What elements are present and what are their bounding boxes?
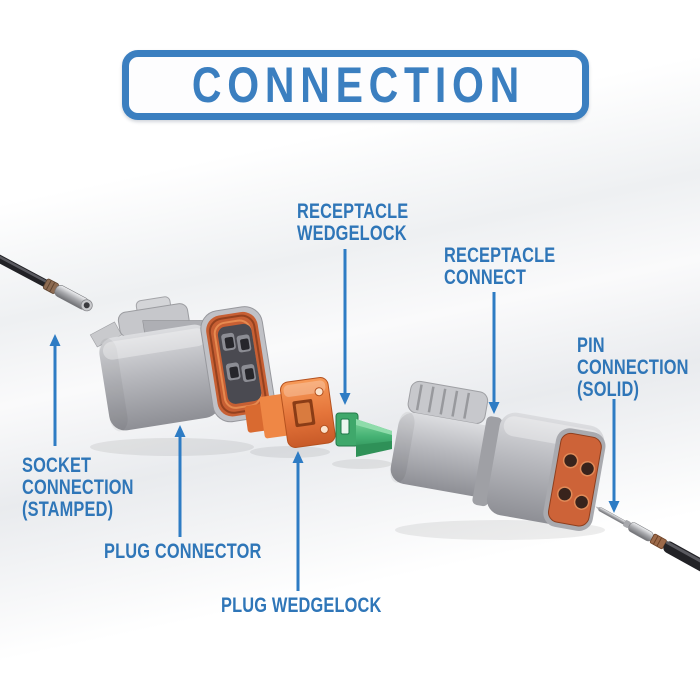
plug-connector-image (89, 296, 275, 432)
label-plug-wedgelock: PLUG WEDGELOCK (221, 594, 382, 617)
label-socket-connection: SOCKET CONNECTION (STAMPED) (22, 454, 134, 521)
plug-wedgelock-image (244, 377, 336, 448)
pin-connection-arrow-icon (608, 399, 620, 513)
label-plug-connector: PLUG CONNECTOR (104, 540, 262, 563)
pin-wire-image (595, 506, 700, 592)
receptacle-wedgelock-image (335, 412, 392, 457)
label-receptacle-connect: RECEPTACLE CONNECT (444, 244, 556, 289)
plug-connector-arrow-icon (174, 425, 186, 537)
socket-connection-arrow-icon (49, 334, 61, 446)
label-receptacle-wedgelock: RECEPTACLE WEDGELOCK (297, 200, 409, 245)
plug-wedgelock-arrow-icon (292, 451, 304, 591)
banner: CONNECTION (122, 50, 589, 120)
receptacle-connector-image (390, 380, 606, 531)
receptacle-connect-arrow-icon (488, 292, 500, 414)
page-title: CONNECTION (191, 57, 525, 113)
receptacle-wedgelock-arrow-icon (339, 249, 351, 405)
socket-wire-image (0, 248, 93, 312)
label-pin-connection: PIN CONNECTION (SOLID) (577, 334, 689, 401)
